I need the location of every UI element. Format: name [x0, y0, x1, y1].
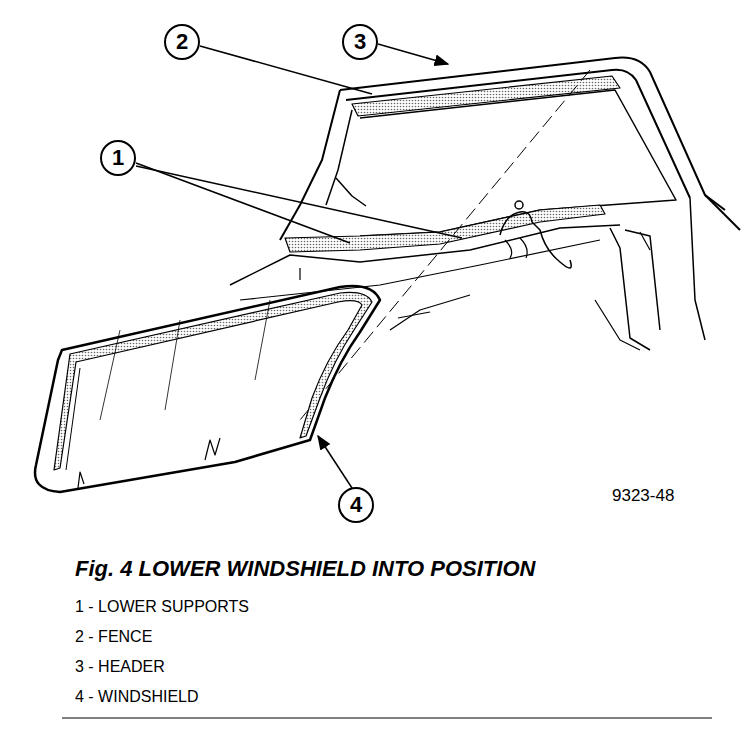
callout-number: 4 [350, 494, 362, 516]
legend-line: 1 - LOWER SUPPORTS [75, 598, 249, 616]
callout-circle: 3 [342, 24, 378, 60]
callout-circle: 2 [164, 24, 200, 60]
legend-line: 4 - WINDSHIELD [75, 688, 199, 706]
callout-number: 1 [112, 147, 124, 169]
figure-caption: Fig. 4 LOWER WINDSHIELD INTO POSITION [75, 556, 535, 581]
legend-line: 2 - FENCE [75, 628, 152, 646]
callout-number: 3 [354, 31, 366, 53]
legend-line: 3 - HEADER [75, 658, 165, 676]
callout-circle: 4 [338, 487, 374, 523]
callout-number: 2 [176, 31, 188, 53]
figure-number: 9323-48 [612, 486, 674, 506]
callout-circle: 1 [100, 140, 136, 176]
